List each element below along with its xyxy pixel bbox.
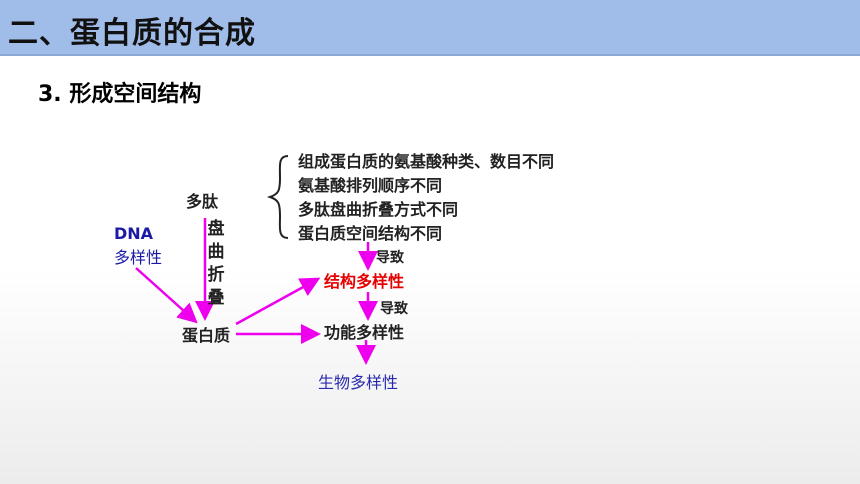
reason-item: 组成蛋白质的氨基酸种类、数目不同 (298, 152, 555, 171)
dna-diversity-label: 多样性 (114, 248, 163, 267)
section-title: 3. 形成空间结构 (38, 82, 202, 107)
reason-item: 蛋白质空间结构不同 (298, 224, 443, 243)
leads-to-label: 导致 (380, 301, 408, 317)
folding-label: 盘 曲 折 叠 (206, 218, 226, 310)
folding-char: 叠 (207, 288, 225, 308)
reason-item: 氨基酸排列顺序不同 (298, 176, 443, 195)
folding-char: 盘 (207, 219, 225, 239)
brace (266, 155, 289, 239)
reason-item: 多肽盘曲折叠方式不同 (298, 200, 459, 219)
header-bar: 二、蛋白质的合成 (0, 0, 860, 56)
arrow-dna-to-protein (135, 267, 198, 324)
folding-char: 折 (207, 265, 225, 285)
protein-label: 蛋白质 (182, 326, 231, 345)
biodiversity-label: 生物多样性 (318, 373, 399, 392)
polypeptide-label: 多肽 (186, 192, 219, 211)
dna-label: DNA (114, 224, 154, 243)
arrow-protein-to-structural (235, 277, 321, 326)
structural-diversity-label: 结构多样性 (324, 272, 405, 291)
page-title: 二、蛋白质的合成 (8, 16, 256, 51)
leads-to-label: 导致 (376, 250, 404, 266)
folding-char: 曲 (207, 242, 225, 262)
functional-diversity-label: 功能多样性 (324, 323, 405, 342)
